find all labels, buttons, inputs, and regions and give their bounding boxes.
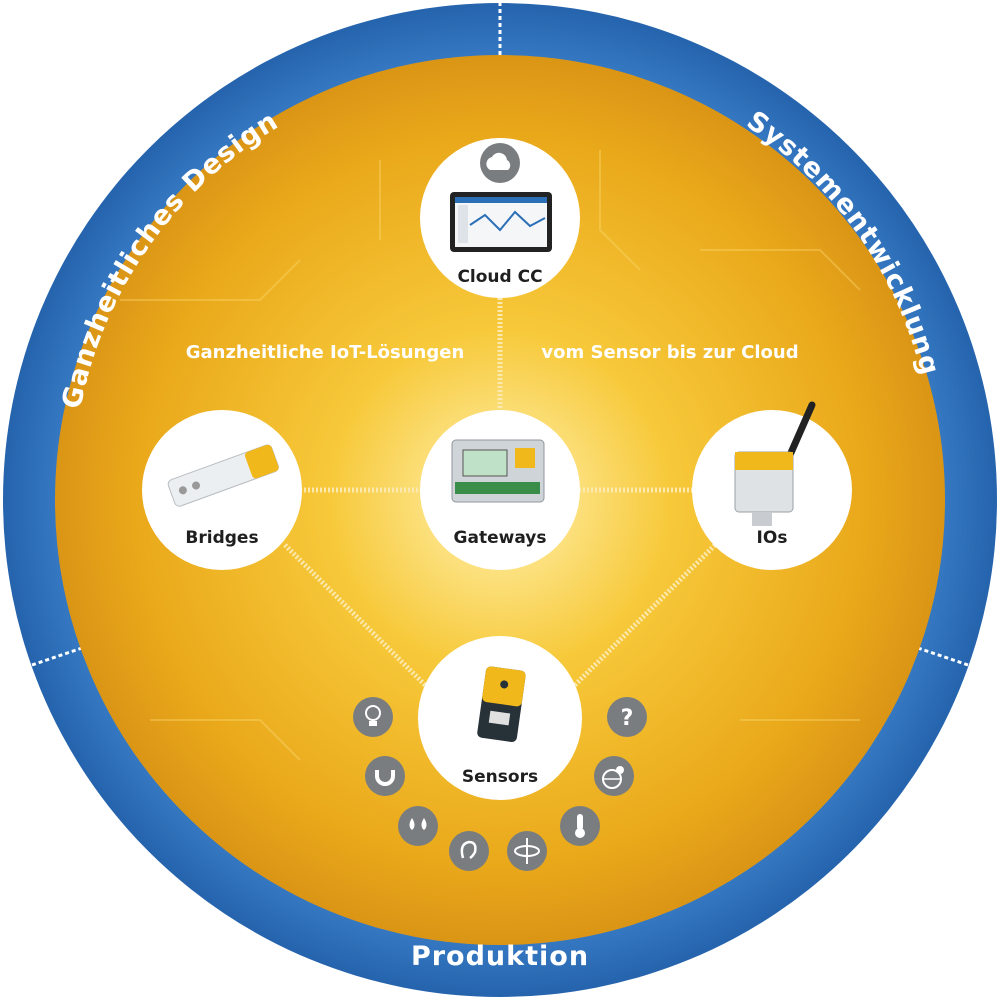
node-sensors: Sensors	[418, 636, 582, 800]
node-label-ios: IOs	[757, 528, 788, 548]
ring-divider-left	[31, 645, 86, 667]
svg-text:?: ?	[621, 706, 634, 731]
sensor-icons: ?	[353, 697, 647, 871]
sensor-device-image	[477, 666, 526, 743]
tagline-right: vom Sensor bis zur Cloud	[541, 342, 798, 363]
ring-label-production: Produktion	[411, 941, 589, 972]
io-device-image	[734, 401, 816, 526]
node-label-sensors: Sensors	[462, 767, 538, 787]
acceleration-icon	[507, 831, 547, 871]
node-bridges: Bridges	[142, 410, 302, 570]
magnet-icon	[365, 756, 405, 796]
connectors	[283, 290, 717, 692]
node-cloud: Cloud CC	[420, 138, 580, 298]
ring-divider-right	[914, 645, 969, 667]
bridge-device-image	[167, 444, 279, 507]
node-label-cloud: Cloud CC	[457, 267, 542, 287]
question-icon: ?	[607, 697, 647, 737]
node-ios: IOs	[692, 401, 852, 570]
tablet-image	[450, 192, 552, 252]
circuit-decoration	[120, 150, 861, 761]
water-drops-icon	[398, 806, 438, 846]
node-label-gateways: Gateways	[454, 528, 547, 548]
tagline-left: Ganzheitliche IoT-Lösungen	[186, 342, 465, 363]
light-bulb-icon	[353, 697, 393, 737]
ear-icon	[449, 831, 489, 871]
gateway-device-image	[451, 439, 545, 503]
thermometer-icon	[560, 806, 600, 846]
node-gateways: Gateways	[420, 410, 580, 570]
node-label-bridges: Bridges	[185, 528, 258, 548]
globe-location-icon	[594, 756, 634, 796]
